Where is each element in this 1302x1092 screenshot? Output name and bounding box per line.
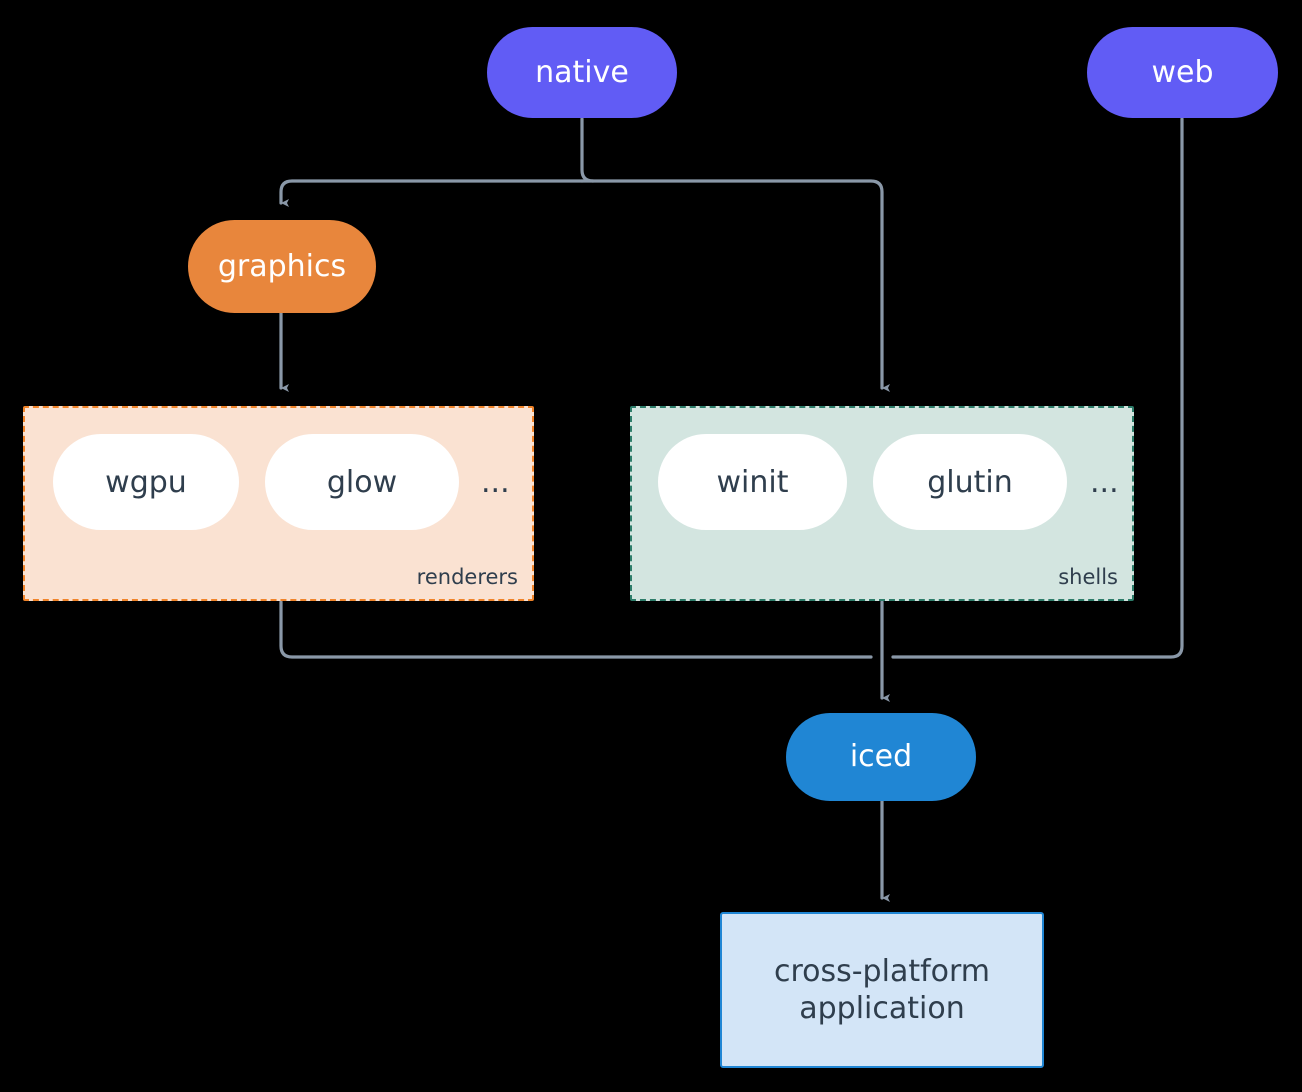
pill-wgpu-label: wgpu bbox=[105, 464, 187, 500]
node-native-label: native bbox=[535, 54, 629, 90]
cluster-shells-label: shells bbox=[1058, 565, 1118, 589]
pill-glutin-label: glutin bbox=[927, 464, 1013, 500]
cluster-renderers: wgpu glow ... renderers bbox=[23, 406, 534, 601]
shells-overflow-ellipsis: ... bbox=[1090, 465, 1119, 500]
edge-native-to-shells bbox=[580, 179, 890, 392]
pill-wgpu[interactable]: wgpu bbox=[53, 434, 239, 530]
pill-winit[interactable]: winit bbox=[658, 434, 847, 530]
edge-native-trunk bbox=[580, 117, 595, 183]
pill-glow[interactable]: glow bbox=[265, 434, 459, 530]
node-graphics-label: graphics bbox=[217, 248, 347, 284]
node-iced-label: iced bbox=[849, 739, 913, 775]
node-native[interactable]: native bbox=[487, 27, 677, 118]
node-graphics[interactable]: graphics bbox=[188, 220, 376, 313]
edge-native-to-graphics bbox=[279, 179, 584, 207]
edge-renderers-to-iced bbox=[279, 600, 873, 659]
node-web-label: web bbox=[1151, 54, 1214, 90]
node-web[interactable]: web bbox=[1087, 27, 1278, 118]
node-cross-platform-application[interactable]: cross-platform application bbox=[720, 912, 1044, 1068]
pill-winit-label: winit bbox=[716, 464, 789, 500]
pill-glutin[interactable]: glutin bbox=[873, 434, 1067, 530]
cluster-shells: winit glutin ... shells bbox=[630, 406, 1134, 601]
node-iced[interactable]: iced bbox=[786, 713, 976, 801]
pill-glow-label: glow bbox=[326, 464, 398, 500]
cluster-renderers-label: renderers bbox=[416, 565, 518, 589]
renderers-overflow-ellipsis: ... bbox=[481, 465, 510, 500]
node-application-label-line2: application bbox=[799, 991, 965, 1026]
node-application-label-line1: cross-platform bbox=[773, 953, 991, 989]
